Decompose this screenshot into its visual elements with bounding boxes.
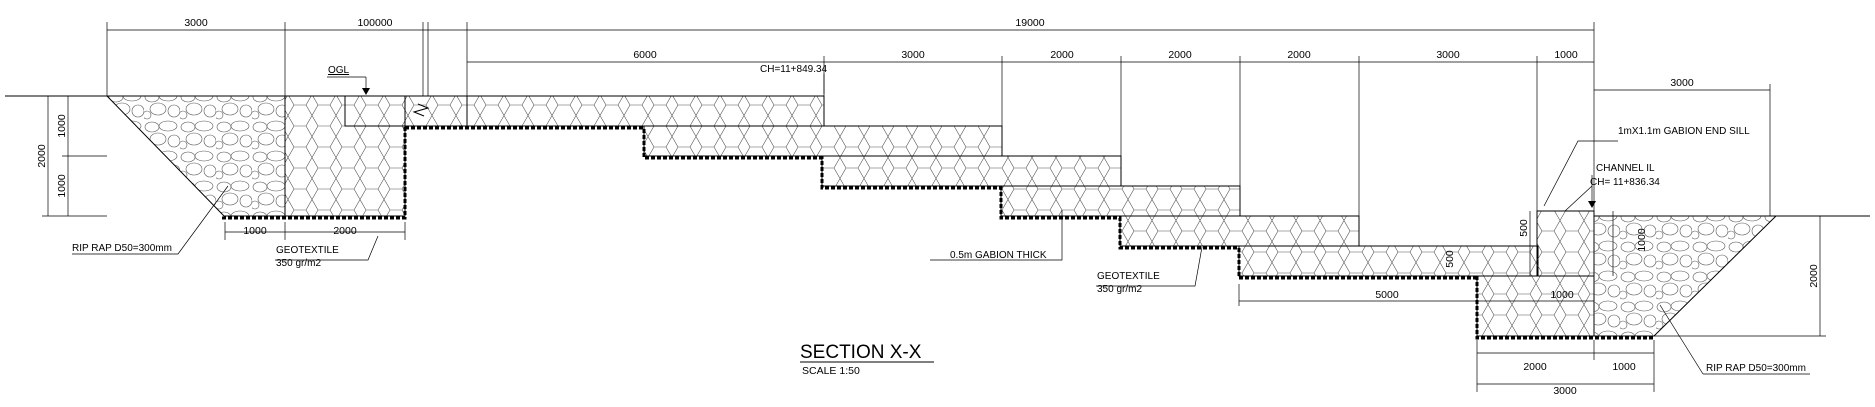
dimension-texts: 3000 100000 19000 6000 3000 2000 2000 20… xyxy=(36,17,1820,397)
channel-geotextile xyxy=(405,126,1477,280)
gabion-step-1 xyxy=(466,95,825,127)
gabion-thick-label: 0.5m GABION THICK xyxy=(950,250,1047,261)
gabion-step-1-short xyxy=(404,95,468,127)
right-riprap xyxy=(1594,216,1776,336)
dim-bottom-2000: 2000 xyxy=(1523,361,1547,373)
right-riprap-outline xyxy=(1594,215,1778,337)
left-riprap-outline xyxy=(106,95,285,217)
gabion-step-2 xyxy=(643,125,1003,157)
geotextile-right-spec: 350 gr/m2 xyxy=(1097,284,1142,295)
gabion-step-6 xyxy=(1238,245,1539,277)
chainage-downstream-label: CH= 11+836.34 xyxy=(1590,177,1660,188)
left-gabion-top-box xyxy=(344,95,406,127)
gabion-step-4 xyxy=(1000,185,1241,217)
geotextile-left-label: GEOTEXTILE xyxy=(276,245,339,256)
dim-2000-c: 2000 xyxy=(1287,49,1311,61)
riprap-right-label: RIP RAP D50=300mm xyxy=(1706,363,1806,374)
section-title: SECTION X-X xyxy=(800,342,922,363)
dim-right-v-1000: 1000 xyxy=(1636,228,1648,252)
dim-bottom-5000: 5000 xyxy=(1375,289,1399,301)
dim-top-100000: 100000 xyxy=(357,17,392,29)
end-sill-lower-gabion xyxy=(1476,275,1595,337)
dim-3000-a: 3000 xyxy=(901,49,925,61)
ogl-label: OGL xyxy=(328,65,350,76)
dim-left-bottom-2000: 2000 xyxy=(333,225,357,237)
dim-3000-b: 3000 xyxy=(1436,49,1460,61)
end-sill-label: 1mX1.1m GABION END SILL xyxy=(1618,126,1750,137)
right-geotextile xyxy=(1475,276,1654,340)
dim-6000: 6000 xyxy=(633,49,657,61)
scale-label: SCALE 1:50 xyxy=(802,365,860,377)
gabion-step-3 xyxy=(821,155,1122,187)
gabion-steps xyxy=(404,95,1539,280)
dim-right-v-500-b: 500 xyxy=(1444,250,1456,268)
dim-left-bottom-1000: 1000 xyxy=(243,225,267,237)
chainage-upstream-label: CH=11+849.34 xyxy=(760,64,828,75)
gabion-step-5 xyxy=(1119,215,1360,247)
dim-bottom-1000: 1000 xyxy=(1612,361,1636,373)
dim-bottom-3000: 3000 xyxy=(1553,385,1577,397)
end-sill-gabion xyxy=(1536,210,1595,277)
dim-1000: 1000 xyxy=(1554,49,1578,61)
riprap-left-label: RIP RAP D50=300mm xyxy=(72,243,172,254)
dim-left-v-1000-b: 1000 xyxy=(56,174,68,198)
left-geotextile xyxy=(222,126,407,220)
dim-right-3000: 3000 xyxy=(1670,77,1694,89)
callout-labels: OGL CH=11+849.34 1mX1.1m GABION END SILL… xyxy=(72,64,1806,374)
dim-top-3000: 3000 xyxy=(184,17,208,29)
end-sill-slope xyxy=(1564,185,1593,212)
dim-bottom-1000-inner: 1000 xyxy=(1550,289,1574,301)
geotextile-left-spec: 350 gr/m2 xyxy=(276,258,321,269)
right-bank xyxy=(1475,185,1870,340)
dim-left-v-2000: 2000 xyxy=(36,144,48,168)
dimension-lines xyxy=(42,22,1826,392)
break-symbol xyxy=(412,103,430,117)
dim-right-v-500-a: 500 xyxy=(1518,219,1530,237)
dim-2000-a: 2000 xyxy=(1050,49,1074,61)
dim-left-v-1000-a: 1000 xyxy=(56,114,68,138)
title-block: SECTION X-X SCALE 1:50 xyxy=(800,342,934,377)
geotextile-right-label: GEOTEXTILE xyxy=(1097,271,1160,282)
left-bank xyxy=(5,95,407,220)
dim-top-19000: 19000 xyxy=(1015,17,1044,29)
channel-il-label: CHANNEL IL xyxy=(1596,163,1655,174)
left-riprap xyxy=(107,96,285,216)
leaders xyxy=(72,74,1810,375)
dim-2000-b: 2000 xyxy=(1168,49,1192,61)
dim-right-v-2000: 2000 xyxy=(1808,264,1820,288)
